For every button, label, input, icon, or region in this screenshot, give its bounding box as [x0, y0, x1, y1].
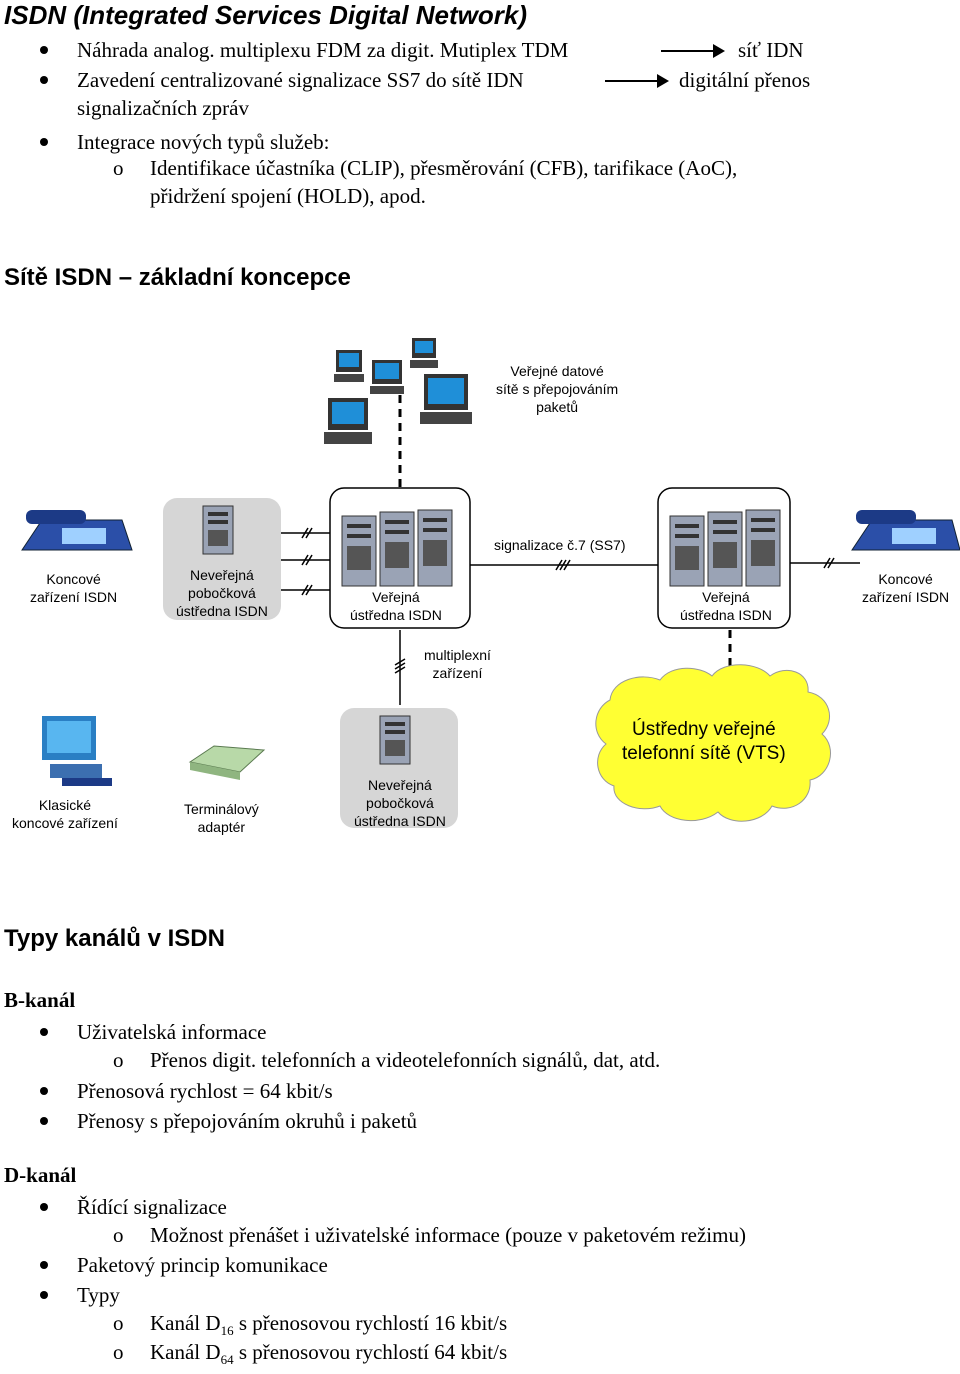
server-icon	[745, 509, 781, 587]
d-type-2: Kanál D64 s přenosovou rychlostí 64 kbit…	[150, 1340, 508, 1368]
intro-sub-1-cont: přidržení spojení (HOLD), apod.	[150, 184, 426, 208]
server-icon	[417, 509, 453, 587]
d-item-2: Paketový princip komunikace	[77, 1253, 328, 1277]
section-title-network: Sítě ISDN – základní koncepce	[4, 264, 351, 291]
bullet-dot	[40, 1117, 48, 1125]
server-icon	[707, 511, 743, 587]
server-icon	[379, 511, 415, 587]
ss7-label: signalizace č.7 (SS7)	[494, 537, 626, 553]
hatch-marks	[301, 527, 835, 674]
bullet-dot	[40, 46, 48, 54]
sub-bullet-marker: o	[113, 1048, 124, 1072]
computer-icon	[334, 350, 364, 382]
arrow-right-icon	[605, 74, 669, 88]
vts-cloud	[595, 664, 831, 822]
d-type-1: Kanál D16 s přenosovou rychlostí 16 kbit…	[150, 1311, 508, 1339]
bullet-dot	[40, 1028, 48, 1036]
server-icon	[341, 515, 377, 587]
server-icon	[202, 505, 234, 555]
d-item-1: Řídící signalizace	[77, 1195, 227, 1219]
intro-bullet-1-target: síť IDN	[738, 38, 804, 62]
arrow-right-icon	[661, 44, 725, 58]
b-channel-label: B-kanál	[4, 988, 76, 1012]
computer-icon	[324, 398, 372, 444]
intro-bullet-2-cont: signalizačních zpráv	[77, 96, 249, 120]
intro-bullet-2: Zavedení centralizované signalizace SS7 …	[77, 68, 524, 92]
server-icon	[379, 715, 411, 765]
isdn-phone-icon	[851, 510, 960, 551]
intro-sub-1: Identifikace účastníka (CLIP), přesměrov…	[150, 156, 738, 180]
d-channel-label: D-kanál	[4, 1163, 77, 1187]
d-item-1-sub: Možnost přenášet i uživatelské informace…	[150, 1223, 746, 1247]
pbx-bottom-box	[340, 708, 458, 828]
section-title-channels: Typy kanálů v ISDN	[4, 925, 225, 952]
bullet-dot	[40, 76, 48, 84]
terminal-adapter-icon	[188, 745, 266, 780]
intro-bullet-1: Náhrada analog. multiplexu FDM za digit.…	[77, 38, 569, 62]
computer-icon	[420, 374, 472, 424]
bullet-dot	[40, 1291, 48, 1299]
computer-icon	[370, 360, 404, 394]
intro-bullet-3: Integrace nových typů služeb:	[77, 130, 330, 154]
bullet-dot	[40, 138, 48, 146]
sub-bullet-marker: o	[113, 1223, 124, 1247]
bullet-dot	[40, 1261, 48, 1269]
server-icon	[669, 515, 705, 587]
isdn-phone-icon	[21, 510, 133, 551]
isdn-network-diagram	[21, 338, 960, 828]
b-item-3: Přenosy s přepojováním okruhů i paketů	[77, 1109, 418, 1133]
sub-bullet-marker: o	[113, 1340, 124, 1364]
page-title: ISDN (Integrated Services Digital Networ…	[4, 0, 528, 30]
sub-bullet-marker: o	[113, 1311, 124, 1335]
bullet-dot	[40, 1087, 48, 1095]
bullet-dot	[40, 1203, 48, 1211]
classic-terminal-icon	[42, 716, 112, 786]
b-item-1-sub: Přenos digit. telefonních a videotelefon…	[150, 1048, 661, 1072]
b-item-2: Přenosová rychlost = 64 kbit/s	[77, 1079, 333, 1103]
b-item-1: Uživatelská informace	[77, 1020, 267, 1044]
intro-bullet-2-target: digitální přenos	[679, 68, 811, 92]
sub-bullet-marker: o	[113, 156, 124, 180]
pbx-top-box	[163, 498, 281, 620]
computer-icon	[410, 338, 438, 368]
d-item-3: Typy	[77, 1283, 120, 1307]
